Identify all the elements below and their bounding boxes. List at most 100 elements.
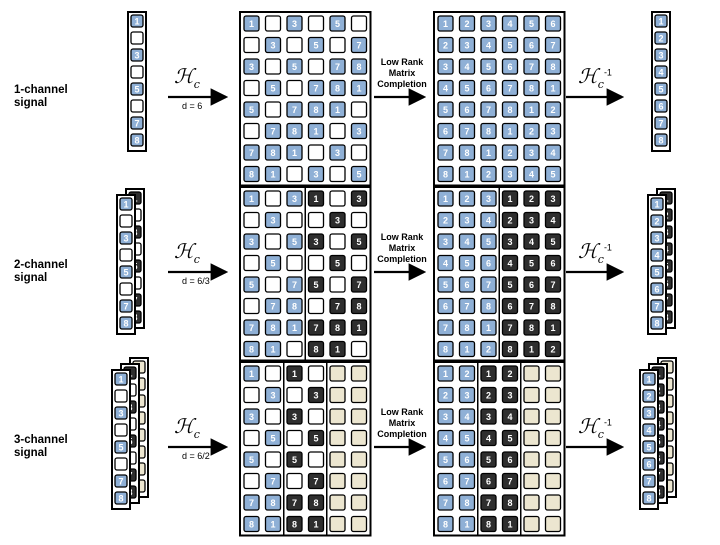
hankel-matrix-row2-cell xyxy=(350,254,368,272)
hankel-matrix-row3-cell: 5 xyxy=(286,451,303,468)
hankel-matrix-row2-cell: 1 xyxy=(243,190,260,207)
svg-text:2: 2 xyxy=(529,126,534,136)
completed-matrix-row2-cell: 3 xyxy=(544,190,562,207)
svg-text:1: 1 xyxy=(123,199,128,209)
svg-text:5: 5 xyxy=(486,237,491,247)
operator-subscript: c xyxy=(193,253,200,266)
recovered-signal-row1-channel-1-cell: 8 xyxy=(654,133,668,147)
completed-matrix-row2-cell: 7 xyxy=(544,276,562,293)
svg-text:2: 2 xyxy=(507,369,512,379)
completed-matrix-row1-cell: 5 xyxy=(437,101,454,118)
completed-matrix-row3-cell xyxy=(544,494,562,511)
completed-matrix-row3-cell: 8 xyxy=(458,494,476,511)
completed-matrix-row2-cell: 7 xyxy=(458,297,476,315)
svg-text:1: 1 xyxy=(335,344,340,354)
svg-text:5: 5 xyxy=(335,258,340,268)
completed-matrix-row1-cell: 5 xyxy=(480,58,497,75)
hankel-matrix-row1-cell xyxy=(350,15,368,32)
hankel-matrix-row2-cell xyxy=(286,254,303,272)
svg-text:7: 7 xyxy=(335,301,340,311)
svg-text:6: 6 xyxy=(464,455,469,465)
completed-matrix-row3-cell xyxy=(523,472,540,490)
hankel-matrix-row3-cell xyxy=(307,451,325,468)
svg-text:5: 5 xyxy=(443,280,448,290)
hankel-matrix-row2-cell xyxy=(350,211,368,229)
svg-text:5: 5 xyxy=(443,455,448,465)
svg-text:8: 8 xyxy=(464,148,469,158)
svg-text:8: 8 xyxy=(249,344,254,354)
svg-text:3: 3 xyxy=(550,126,555,136)
completed-matrix-row3-cell xyxy=(544,515,562,533)
svg-text:8: 8 xyxy=(658,135,663,145)
svg-text:5: 5 xyxy=(646,442,651,452)
completed-matrix-row2-cell: 5 xyxy=(501,276,519,293)
svg-text:7: 7 xyxy=(249,498,254,508)
svg-text:8: 8 xyxy=(335,83,340,93)
completed-matrix-row2-cell: 2 xyxy=(437,211,454,229)
svg-text:7: 7 xyxy=(313,476,318,486)
completed-matrix-row2-cell: 7 xyxy=(523,297,540,315)
svg-text:3: 3 xyxy=(134,50,139,60)
svg-text:8: 8 xyxy=(313,344,318,354)
completed-matrix-row2-cell: 1 xyxy=(458,340,476,358)
svg-text:6: 6 xyxy=(486,476,491,486)
hankel-matrix-row3-cell: 1 xyxy=(264,515,282,533)
hankel-matrix-row2-cell: 3 xyxy=(286,190,303,207)
hankel-matrix-row3-cell xyxy=(329,472,346,490)
completed-matrix-row2-cell: 2 xyxy=(544,340,562,358)
completed-matrix-row3-cell: 6 xyxy=(458,451,476,468)
recovered-signal-row2-channel-1-cell: 8 xyxy=(650,316,664,330)
hankel-matrix-row3-cell xyxy=(329,386,346,404)
svg-text:1: 1 xyxy=(270,519,275,529)
operator-subscript: c xyxy=(193,428,200,441)
svg-text:1: 1 xyxy=(658,16,663,26)
svg-text:7: 7 xyxy=(356,280,361,290)
completed-matrix-row2-cell: 3 xyxy=(437,233,454,250)
completed-matrix-row1-cell: 2 xyxy=(544,101,562,118)
hankel-matrix-row1-cell: 3 xyxy=(307,165,325,183)
hankel-matrix-row3-cell: 5 xyxy=(264,429,282,447)
completed-matrix-row2-cell: 3 xyxy=(458,211,476,229)
completed-matrix-row3-cell xyxy=(523,365,540,382)
hankel-matrix-row2-cell: 8 xyxy=(286,297,303,315)
svg-text:2: 2 xyxy=(658,33,663,43)
svg-text:7: 7 xyxy=(443,498,448,508)
hankel-matrix-row2-cell: 8 xyxy=(329,319,346,336)
hankel-matrix-row3-cell xyxy=(243,429,260,447)
completed-matrix-row1-cell: 8 xyxy=(480,122,497,140)
completed-matrix-row2-cell: 4 xyxy=(480,211,497,229)
svg-text:1: 1 xyxy=(249,19,254,29)
completed-matrix-row3-cell: 8 xyxy=(480,515,497,533)
hankel-matrix-row1-cell xyxy=(264,58,282,75)
hankel-matrix-row2-cell: 5 xyxy=(264,254,282,272)
completed-matrix-row3-cell: 7 xyxy=(480,494,497,511)
completed-matrix-row3-cell xyxy=(523,386,540,404)
completed-matrix-row3-cell: 4 xyxy=(458,408,476,425)
completed-matrix-row1-cell: 8 xyxy=(544,58,562,75)
operator-symbol: ℋ xyxy=(174,239,194,263)
completed-matrix-row3-cell: 1 xyxy=(437,365,454,382)
recovered-signal-row2-channel-1-cell: 2 xyxy=(650,214,664,228)
svg-text:7: 7 xyxy=(464,301,469,311)
hankel-matrix-row1-cell xyxy=(286,36,303,54)
svg-text:5: 5 xyxy=(464,83,469,93)
svg-text:1: 1 xyxy=(356,83,361,93)
hankel-matrix-row2-cell: 7 xyxy=(350,276,368,293)
completed-matrix-row3-cell: 2 xyxy=(480,386,497,404)
svg-text:4: 4 xyxy=(507,19,512,29)
recovered-signal-row2-channel-1-frame xyxy=(647,194,667,335)
hankel-matrix-row1-cell: 7 xyxy=(350,36,368,54)
svg-text:5: 5 xyxy=(313,280,318,290)
recovered-signal-row3-channel-1-cell: 8 xyxy=(642,491,656,505)
recovered-signal-row3-channel-1-cell: 3 xyxy=(642,406,656,420)
hankel-matrix-row2-cell: 5 xyxy=(329,254,346,272)
svg-text:1: 1 xyxy=(550,83,555,93)
lrmc-line: Completion xyxy=(377,79,427,89)
svg-text:8: 8 xyxy=(249,169,254,179)
hankel-matrix-row2-cell xyxy=(307,211,325,229)
completed-matrix-row1-cell: 2 xyxy=(523,122,540,140)
completed-matrix-row2-cell: 1 xyxy=(437,190,454,207)
completed-matrix-row1-cell: 4 xyxy=(501,15,519,32)
